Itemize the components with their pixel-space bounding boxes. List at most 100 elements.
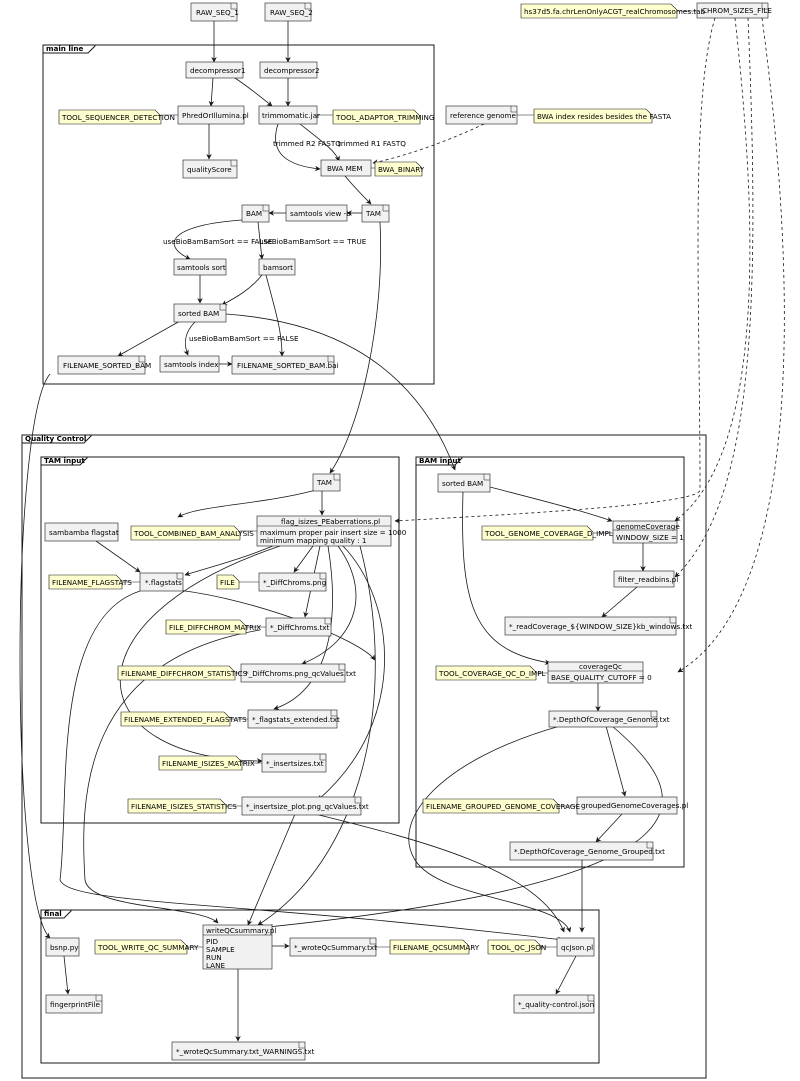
node-phred: PhredOrIllumina.pl (177, 105, 249, 125)
svg-text:TAM: TAM (365, 209, 381, 218)
svg-text:groupedGenomeCoverages.pl: groupedGenomeCoverages.pl (581, 801, 688, 810)
svg-text:FILE: FILE (220, 578, 235, 587)
svg-text:TOOL_GENOME_COVERAGE_D_IMPL: TOOL_GENOME_COVERAGE_D_IMPL (484, 529, 613, 538)
svg-text:decompressor2: decompressor2 (264, 66, 320, 75)
svg-text:BAM input: BAM input (419, 456, 462, 465)
node-sambamba-flagstat: sambamba flagstat (44, 522, 119, 542)
note-filename-qcsummary: FILENAME_QCSUMMARY (376, 939, 480, 955)
svg-text:qualityScore: qualityScore (187, 165, 232, 174)
note-filename-isizes-matrix: FILENAME_ISIZES_MATRIX (158, 755, 262, 771)
svg-text:*_DiffChroms.png_qcValues.txt: *_DiffChroms.png_qcValues.txt (245, 669, 356, 678)
frame-final: final (40, 909, 600, 1064)
node-bam: BAM (241, 204, 270, 223)
node-trimmomatic: trimmomatic.jar (258, 105, 320, 125)
svg-text:*_insertsizes.txt: *_insertsizes.txt (266, 759, 324, 768)
svg-text:TOOL_COMBINED_BAM_ANALYSIS: TOOL_COMBINED_BAM_ANALYSIS (133, 529, 254, 538)
note-tool-coverage-qc: TOOL_COVERAGE_QC_D_IMPL (435, 665, 548, 681)
node-quality-score: qualityScore (182, 159, 238, 179)
note-filename-isizes-statistics: FILENAME_ISIZES_STATISTICS (127, 798, 242, 814)
svg-text:FILENAME_DIFFCHROM_STATISTICS: FILENAME_DIFFCHROM_STATISTICS (121, 669, 248, 678)
node-fingerprint: fingerprintFile (45, 994, 103, 1014)
svg-text:decompressor1: decompressor1 (190, 66, 246, 75)
note-hs37d5: hs37d5.fa.chrLenOnlyACGT_realChromosomes… (520, 3, 706, 19)
node-bamsort: bamsort (258, 258, 296, 276)
node-decompressor1: decompressor1 (185, 61, 246, 79)
svg-text:FILENAME_EXTENDED_FLAGSTATS: FILENAME_EXTENDED_FLAGSTATS (124, 715, 247, 724)
svg-text:coverageQc: coverageQc (579, 662, 622, 671)
svg-text:BASE_QUALITY_CUTOFF = 0: BASE_QUALITY_CUTOFF = 0 (551, 673, 652, 682)
node-wrote-qc-warnings: *_wroteQcSummary.txt_WARNINGS.txt (171, 1041, 315, 1061)
svg-text:sambamba flagstat: sambamba flagstat (49, 528, 119, 537)
node-qc-tam: TAM (312, 473, 341, 492)
svg-text:RAW_SEQ_2: RAW_SEQ_2 (270, 8, 313, 17)
edge-label-sort-false: useBioBamBamSort == FALSE (163, 237, 273, 246)
edge-labels: trimmed R2 FASTQ trimmed R1 FASTQ useBio… (163, 139, 406, 343)
svg-text:flag_isizes_PEaberrations.pl: flag_isizes_PEaberrations.pl (281, 517, 380, 526)
nodes: RAW_SEQ_1 RAW_SEQ_2 CHROM_SIZES_FILE dec… (44, 2, 772, 1061)
note-tool-combined-bam-analysis: TOOL_COMBINED_BAM_ANALYSIS (130, 525, 257, 541)
frame-tam-input: TAM input (40, 456, 400, 824)
note-file: FILE (216, 574, 259, 590)
svg-text:FILENAME_ISIZES_MATRIX: FILENAME_ISIZES_MATRIX (162, 759, 255, 768)
svg-text:FILENAME_GROUPED_GENOME_COVERA: FILENAME_GROUPED_GENOME_COVERAGE (426, 802, 580, 811)
svg-text:WINDOW_SIZE = 1: WINDOW_SIZE = 1 (616, 533, 684, 542)
svg-text:TOOL_SEQUENCER_DETECTION: TOOL_SEQUENCER_DETECTION (61, 113, 175, 122)
svg-text:BWA MEM: BWA MEM (327, 164, 363, 173)
svg-text:FILE_DIFFCHROM_MATRIX: FILE_DIFFCHROM_MATRIX (169, 623, 261, 632)
note-tool-write-qc-summary: TOOL_WRITE_QC_SUMMARY (94, 939, 203, 955)
node-insertsize-plot-qc: *_insertsize_plot.png_qcValues.txt (241, 796, 369, 816)
node-samtools-view: samtools view -b (285, 204, 351, 222)
svg-text:*_flagstats_extended.txt: *_flagstats_extended.txt (252, 715, 340, 724)
svg-text:filter_readbins.pl: filter_readbins.pl (618, 575, 678, 584)
svg-text:RUN: RUN (206, 953, 222, 962)
node-quality-control-json: *_quality-control.json (513, 994, 595, 1014)
note-bwa-binary: BWA_BINARY (371, 161, 425, 177)
svg-text:*_quality-control.json: *_quality-control.json (518, 1000, 594, 1009)
svg-text:Quality Control: Quality Control (25, 434, 86, 443)
svg-text:*_wroteQcSummary.txt: *_wroteQcSummary.txt (294, 943, 377, 952)
svg-text:hs37d5.fa.chrLenOnlyACGT_realC: hs37d5.fa.chrLenOnlyACGT_realChromosomes… (524, 7, 706, 16)
note-tool-sequencer-detection: TOOL_SEQUENCER_DETECTION (58, 109, 178, 125)
edge-label-trimmed-r2: trimmed R2 FASTQ (273, 139, 341, 148)
svg-text:*_insertsize_plot.png_qcValues: *_insertsize_plot.png_qcValues.txt (246, 802, 369, 811)
node-sorted-bam: sorted BAM (173, 303, 227, 323)
svg-text:*_DiffChroms.png: *_DiffChroms.png (263, 578, 326, 587)
note-file-diffchrom-matrix: FILE_DIFFCHROM_MATRIX (165, 619, 266, 635)
edge-label-sort-true: useBioBamBamSort == TRUE (259, 237, 367, 246)
svg-text:reference genome: reference genome (450, 111, 517, 120)
svg-text:minimum mapping quality : 1: minimum mapping quality : 1 (260, 536, 366, 545)
svg-text:FILENAME_SORTED_BAM.bai: FILENAME_SORTED_BAM.bai (237, 361, 338, 370)
node-filename-sorted-bam-bai: FILENAME_SORTED_BAM.bai (231, 355, 338, 375)
svg-text:BWA index resides besides the: BWA index resides besides the FASTA (537, 112, 671, 121)
svg-text:fingerprintFile: fingerprintFile (50, 1000, 101, 1009)
svg-text:*_DiffChroms.txt: *_DiffChroms.txt (270, 623, 330, 632)
node-diffchroms-png-qc: *_DiffChroms.png_qcValues.txt (240, 663, 356, 683)
svg-text:sorted BAM: sorted BAM (178, 309, 219, 318)
edge-label-index-false: useBioBamBamSort == FALSE (189, 334, 299, 343)
note-filename-grouped-genome-coverage: FILENAME_GROUPED_GENOME_COVERAGE (422, 798, 580, 814)
node-decompressor2: decompressor2 (259, 61, 320, 79)
note-filename-flagstats: FILENAME_FLAGSTATS (48, 574, 140, 590)
svg-text:LANE: LANE (206, 961, 225, 970)
svg-text:FILENAME_QCSUMMARY: FILENAME_QCSUMMARY (393, 943, 480, 952)
node-write-qc-summary: writeQCsummary.pl PID SAMPLE RUN LANE (202, 924, 276, 970)
svg-text:TOOL_QC_JSON: TOOL_QC_JSON (490, 943, 546, 952)
node-qc-sorted-bam: sorted BAM (437, 473, 491, 493)
node-insertsizes: *_insertsizes.txt (261, 753, 327, 773)
note-tool-qc-json: TOOL_QC_JSON (487, 939, 557, 955)
node-flagstats: *.flagstats (139, 572, 184, 592)
svg-text:*.flagstats: *.flagstats (145, 578, 182, 587)
svg-text:maximum proper pair insert siz: maximum proper pair insert size = 1000 (260, 528, 407, 537)
note-tool-adaptor-trimming: TOOL_ADAPTOR_TRIMMING (317, 109, 435, 125)
note-tool-genome-coverage: TOOL_GENOME_COVERAGE_D_IMPL (481, 525, 613, 541)
svg-text:FILENAME_SORTED_BAM: FILENAME_SORTED_BAM (63, 361, 151, 370)
svg-text:bamsort: bamsort (263, 263, 293, 272)
node-flagstats-extended: *_flagstats_extended.txt (247, 709, 340, 729)
node-wrote-qc-summary: *_wroteQcSummary.txt (289, 937, 377, 957)
svg-text:sorted BAM: sorted BAM (442, 479, 483, 488)
svg-text:RAW_SEQ_1: RAW_SEQ_1 (196, 8, 239, 17)
node-read-coverage: *_readCoverage_${WINDOW_SIZE}kb_windows.… (504, 616, 692, 636)
notes: hs37d5.fa.chrLenOnlyACGT_realChromosomes… (48, 3, 706, 955)
note-bwa-index: BWA index resides besides the FASTA (517, 108, 671, 124)
